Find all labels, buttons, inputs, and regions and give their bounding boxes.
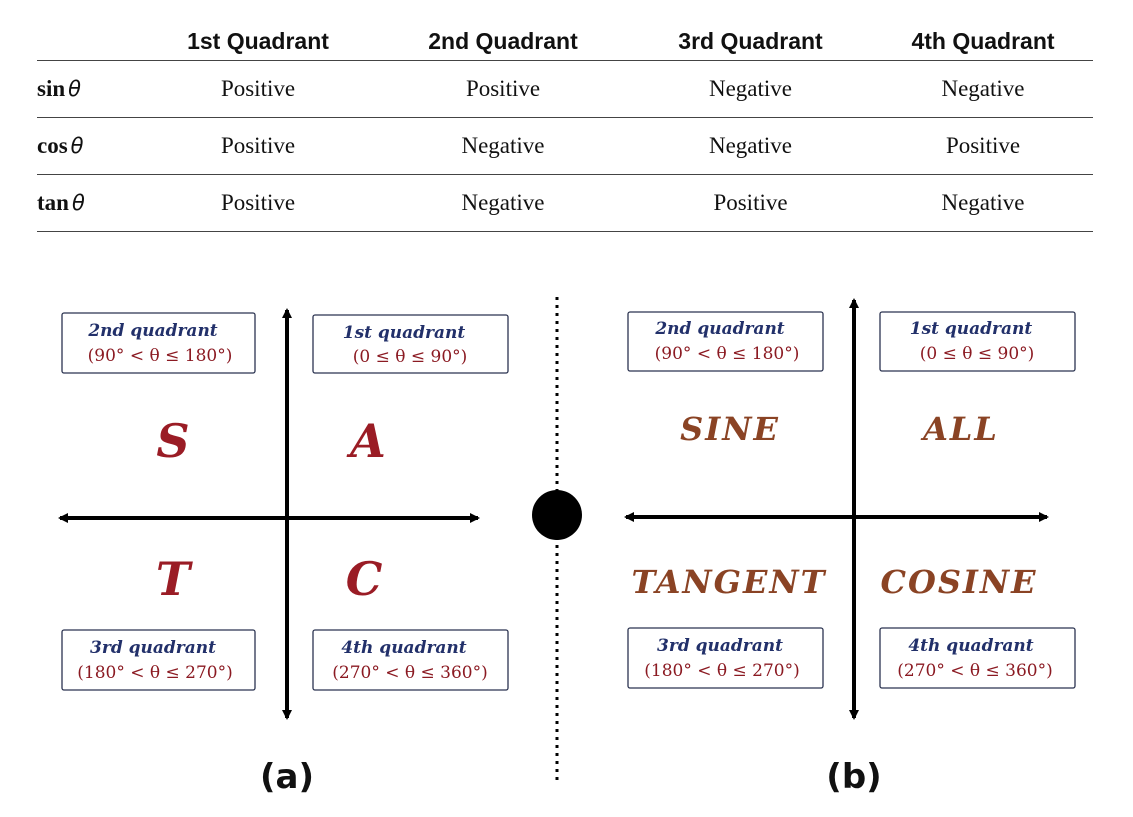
table-header-row: 1st Quadrant 2nd Quadrant 3rd Quadrant 4… bbox=[37, 22, 1093, 61]
quadrant-name: 3rd quadrant bbox=[90, 638, 216, 658]
quadrant-range: (270° < θ ≤ 360°) bbox=[332, 663, 488, 683]
table-cell: Negative bbox=[941, 190, 1025, 215]
header-q4: 4th Quadrant bbox=[911, 27, 1055, 54]
table-cell: Negative bbox=[708, 133, 792, 158]
sign-table: 1st Quadrant 2nd Quadrant 3rd Quadrant 4… bbox=[37, 22, 1093, 232]
panel-a: 2nd quadrant (90° < θ ≤ 180°) 1st quadra… bbox=[58, 308, 509, 797]
table-cell: Negative bbox=[941, 76, 1025, 101]
quadrant-name: 3rd quadrant bbox=[657, 636, 783, 656]
quadrant-box-q3-b: 3rd quadrant (180° < θ ≤ 270°) bbox=[627, 627, 824, 689]
quadrant-box-q1-a: 1st quadrant (0 ≤ θ ≤ 90°) bbox=[312, 314, 509, 374]
table-cell: Positive bbox=[945, 133, 1021, 158]
quadrant-box-q2-b: 2nd quadrant (90° < θ ≤ 180°) bbox=[627, 311, 824, 372]
quadrant-name: 1st quadrant bbox=[910, 319, 1033, 339]
table-cell: Positive bbox=[220, 133, 296, 158]
quadrant-diagrams: 2nd quadrant (90° < θ ≤ 180°) 1st quadra… bbox=[58, 297, 1076, 797]
theta-symbol: θ bbox=[68, 77, 81, 101]
letter-s: S bbox=[156, 414, 189, 468]
header-q1: 1st Quadrant bbox=[187, 27, 329, 54]
divider-dot bbox=[532, 490, 582, 540]
quadrant-range: (270° < θ ≤ 360°) bbox=[897, 661, 1053, 681]
panel-b: 2nd quadrant (90° < θ ≤ 180°) 1st quadra… bbox=[624, 298, 1076, 797]
theta-symbol: θ bbox=[70, 134, 84, 158]
quadrant-range: (90° < θ ≤ 180°) bbox=[88, 346, 233, 366]
quadrant-range: (90° < θ ≤ 180°) bbox=[655, 344, 800, 364]
quadrant-box-q3-a: 3rd quadrant (180° < θ ≤ 270°) bbox=[61, 629, 256, 691]
quadrant-name: 2nd quadrant bbox=[654, 319, 784, 339]
quadrant-box-q1-b: 1st quadrant (0 ≤ θ ≤ 90°) bbox=[879, 311, 1076, 372]
caption-a: (a) bbox=[260, 757, 314, 797]
word-all: ALL bbox=[920, 410, 999, 448]
word-tangent: TANGENT bbox=[632, 563, 827, 601]
table-cell: Negative bbox=[461, 133, 545, 158]
word-cosine: COSINE bbox=[880, 563, 1037, 601]
table-cell: Negative bbox=[708, 76, 792, 101]
quadrant-range: (0 ≤ θ ≤ 90°) bbox=[920, 344, 1035, 364]
header-q3: 3rd Quadrant bbox=[678, 27, 823, 54]
quadrant-range: (180° < θ ≤ 270°) bbox=[77, 663, 233, 683]
quadrant-box-q4-a: 4th quadrant (270° < θ ≤ 360°) bbox=[312, 629, 509, 691]
letter-a: A bbox=[346, 414, 386, 468]
quadrant-name: 2nd quadrant bbox=[87, 321, 217, 341]
table-cell: Negative bbox=[461, 190, 545, 215]
header-q2: 2nd Quadrant bbox=[428, 27, 578, 54]
quadrant-range: (0 ≤ θ ≤ 90°) bbox=[353, 347, 468, 367]
quadrant-range: (180° < θ ≤ 270°) bbox=[644, 661, 800, 681]
quadrant-name: 4th quadrant bbox=[908, 636, 1033, 656]
caption-b: (b) bbox=[826, 757, 881, 797]
table-cell: Positive bbox=[465, 76, 541, 101]
word-sine: SINE bbox=[680, 410, 780, 448]
theta-symbol: θ bbox=[71, 191, 85, 215]
quadrant-name: 1st quadrant bbox=[343, 323, 466, 343]
letter-c: C bbox=[346, 552, 383, 606]
table-cell: Positive bbox=[220, 190, 296, 215]
table-cell: Positive bbox=[220, 76, 296, 101]
table-cell: Positive bbox=[713, 190, 788, 215]
letter-t: T bbox=[156, 552, 194, 606]
quadrant-name: 4th quadrant bbox=[341, 638, 466, 658]
quadrant-box-q4-b: 4th quadrant (270° < θ ≤ 360°) bbox=[879, 627, 1076, 689]
quadrant-box-q2-a: 2nd quadrant (90° < θ ≤ 180°) bbox=[61, 312, 256, 374]
corner-cell bbox=[37, 22, 138, 61]
